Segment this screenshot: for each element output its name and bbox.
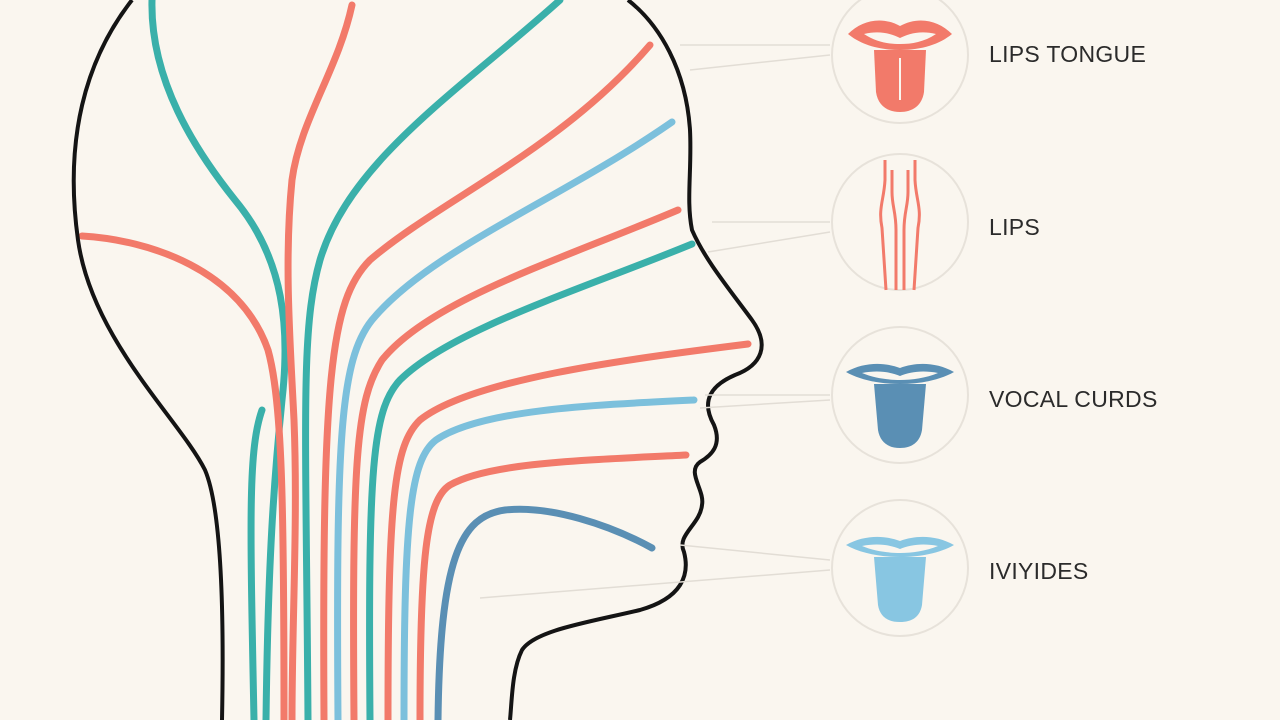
- head-outline: [71, 0, 764, 720]
- leader-lines: [479, 44, 831, 599]
- pathway-line-coral: [384, 340, 752, 720]
- leader-line: [699, 399, 831, 409]
- leader-line: [479, 569, 831, 599]
- pathway-line-light-blue: [400, 396, 698, 720]
- icon-circle: [831, 0, 969, 124]
- leader-line: [679, 544, 831, 561]
- icon-circle: [831, 499, 969, 637]
- leader-line: [689, 54, 831, 71]
- pathway-line-teal: [302, 0, 564, 720]
- tongue-icon: [846, 536, 954, 622]
- pathway-line-coral: [416, 451, 690, 720]
- vocal-cord-right-outer: [912, 160, 921, 291]
- legend-label-iviyides: IVIYIDES: [989, 558, 1089, 584]
- pathway-line-coral: [78, 232, 288, 720]
- pathway-line-coral: [350, 206, 682, 720]
- legend-label-lips-tongue: LIPS TONGUE: [989, 41, 1147, 67]
- lips-tongue-icon: [848, 20, 952, 112]
- legend-label-vocal-curds: VOCAL CURDS: [989, 386, 1158, 412]
- pathway-line-coral: [284, 1, 356, 720]
- icon-circle: [831, 326, 969, 464]
- pathway-line-coral: [320, 41, 654, 720]
- vocal-cords-icon: [879, 160, 921, 291]
- tongue-icon: [846, 363, 954, 448]
- pathway-line-teal: [148, 0, 289, 720]
- icon-circle: [831, 153, 969, 291]
- legend-label-lips: LIPS: [989, 214, 1041, 240]
- vocal-cord-left-inner: [890, 170, 898, 290]
- icon-circles: [831, 0, 969, 637]
- pathway-line-teal: [247, 406, 266, 720]
- vocal-cord-left-outer: [879, 160, 888, 291]
- pathway-line-steel-blue: [434, 505, 656, 720]
- pathway-line-teal: [366, 240, 696, 720]
- pathway-lines: [78, 0, 752, 720]
- leader-line: [707, 231, 831, 253]
- vocal-cord-right-inner: [902, 170, 910, 290]
- pathway-line-light-blue: [334, 118, 676, 720]
